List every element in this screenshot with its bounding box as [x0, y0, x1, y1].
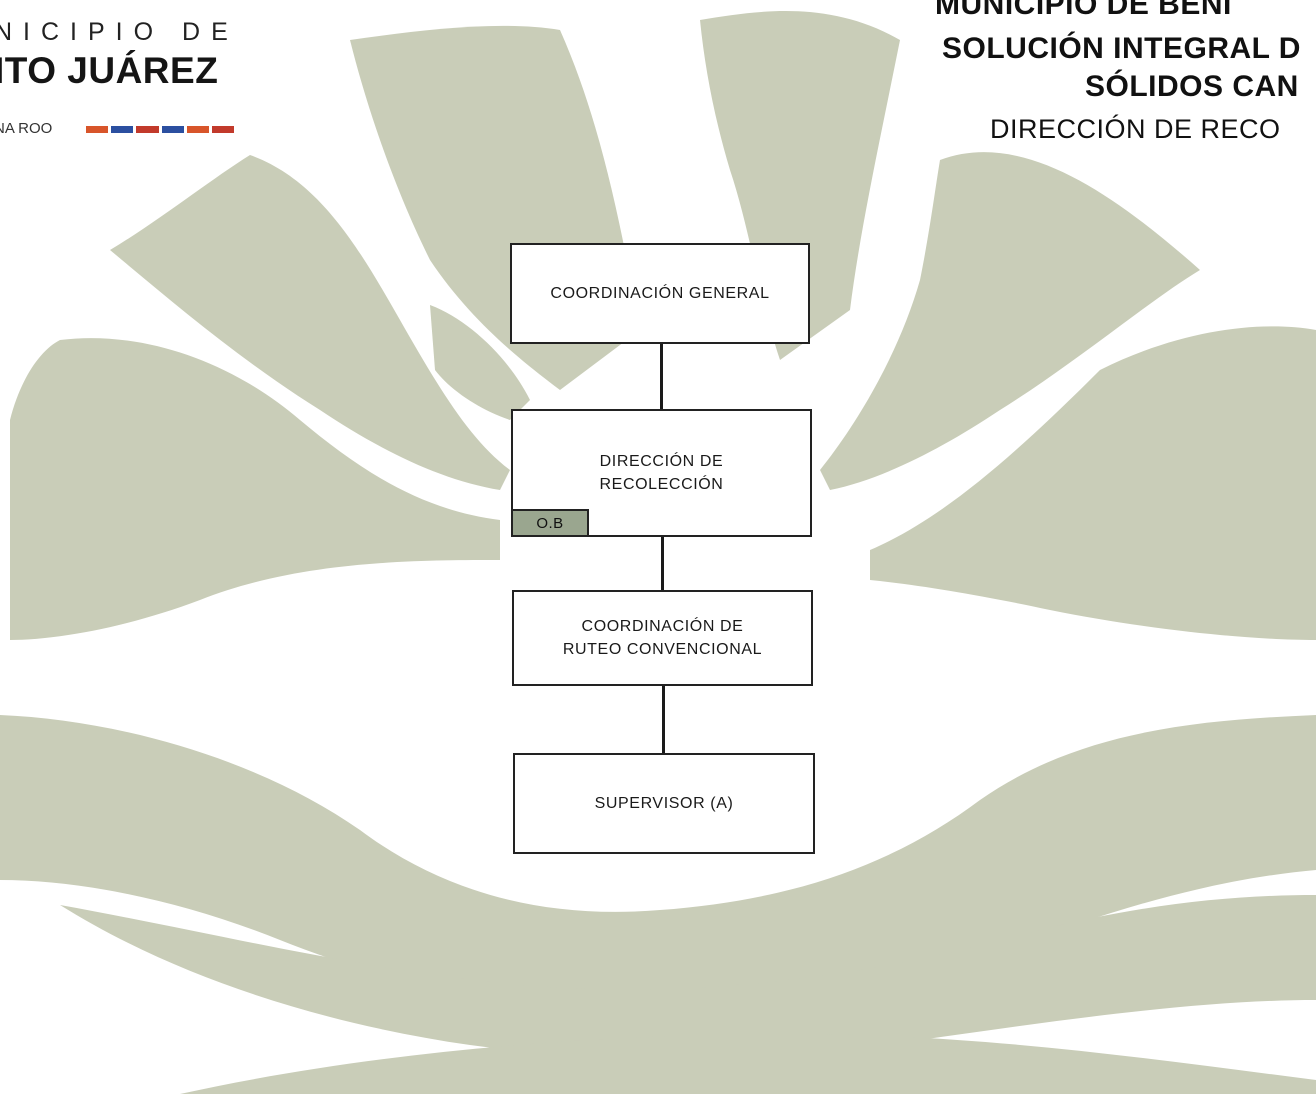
bg-shape-right-3 [870, 326, 1316, 640]
connector-ruteo-to-supervisor [662, 685, 665, 755]
logo-stripe-segment [161, 126, 184, 133]
bg-shape-right-1 [700, 11, 900, 361]
org-node-label: SUPERVISOR (A) [594, 795, 734, 812]
logo-top-text: NICIPIO DE [0, 18, 239, 46]
header-line-1: MUNICIPIO DE BENI [935, 0, 1232, 21]
org-node-supervisor: SUPERVISOR (A) [513, 753, 815, 854]
org-node-label: COORDINACIÓN GENERAL [550, 285, 770, 302]
connector-direccion-to-ruteo [661, 535, 664, 592]
header-line-2: SOLUCIÓN INTEGRAL D [942, 32, 1301, 65]
logo-main-text: ITO JUÁREZ [0, 50, 219, 91]
org-node-coordinacion-ruteo: COORDINACIÓN DE RUTEO CONVENCIONAL [512, 590, 813, 686]
org-node-label: DIRECCIÓN DE RECOLECCIÓN [599, 453, 724, 493]
bg-shape-right-2 [820, 152, 1200, 490]
logo-stripe-segment [136, 126, 159, 133]
logo-color-stripe [86, 126, 235, 133]
logo-stripe-segment [211, 126, 235, 133]
logo-stripe-segment [111, 126, 134, 133]
header-line-3: SÓLIDOS CAN [1085, 70, 1299, 103]
bg-shape-bottom-2 [60, 895, 1316, 1058]
org-node-label: COORDINACIÓN DE RUTEO CONVENCIONAL [562, 618, 763, 658]
logo-stripe-segment [86, 126, 109, 133]
logo-stripe-segment [186, 126, 209, 133]
bg-shape-bottom-1 [0, 715, 1316, 1010]
bg-shape-bottom-3 [180, 1034, 1316, 1094]
connector-general-to-direccion [660, 343, 663, 411]
bg-shape-left-2 [110, 155, 510, 490]
logo-sub-text: NA ROO [0, 120, 53, 137]
bg-shape-left-1 [10, 338, 500, 640]
ob-badge: O.B [511, 509, 589, 537]
bg-shape-left-4 [430, 305, 530, 420]
header-line-4: DIRECCIÓN DE RECO [990, 114, 1281, 144]
municipality-logo: NICIPIO DE ITO JUÁREZ NA ROO [0, 14, 244, 144]
org-node-coordinacion-general: COORDINACIÓN GENERAL [510, 243, 810, 344]
